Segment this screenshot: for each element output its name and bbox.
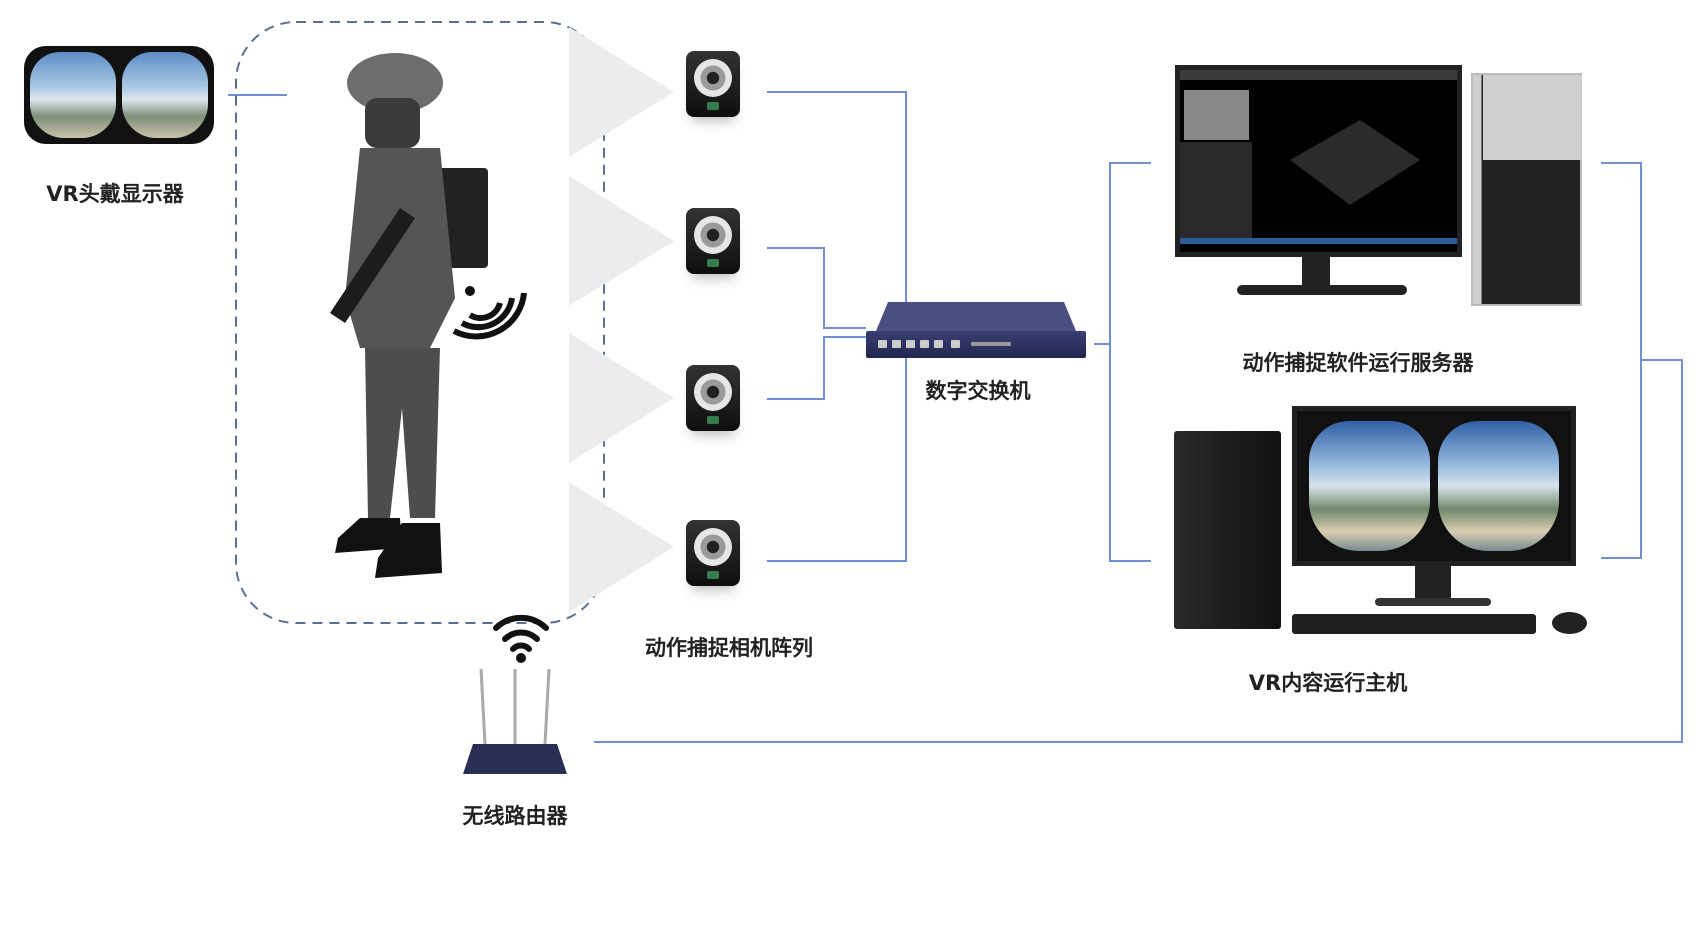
camera-array-label: 动作捕捉相机阵列 xyxy=(645,636,813,660)
mocap-camera-icon xyxy=(686,208,740,274)
camera-field-cone xyxy=(569,27,674,157)
mouse-icon xyxy=(1552,612,1587,634)
router-label: 无线路由器 xyxy=(462,804,568,828)
wifi-icon xyxy=(493,614,549,663)
desktop-pc-icon xyxy=(1174,431,1281,629)
left-bracket xyxy=(1109,162,1151,562)
keyboard-icon xyxy=(1292,614,1536,634)
mocap-camera-icon xyxy=(686,520,740,586)
right-lens xyxy=(122,52,208,138)
headset-label: VR头戴显示器 xyxy=(46,182,184,206)
right-bracket xyxy=(1601,162,1642,559)
camera-field-cone xyxy=(569,333,674,463)
vr-host-label: VR内容运行主机 xyxy=(1248,671,1408,695)
network-switch-icon xyxy=(866,331,1086,358)
router-link xyxy=(594,359,1683,743)
camera3-link xyxy=(767,336,866,400)
vr-headset-icon xyxy=(24,46,214,144)
wireless-router-icon xyxy=(463,669,567,774)
mocap-camera-icon xyxy=(686,365,740,431)
left-lens xyxy=(30,52,116,138)
network-switch-top xyxy=(876,302,1076,331)
mocap-software-screen xyxy=(1180,70,1457,252)
monitor-base xyxy=(1375,598,1491,606)
mocap-camera-icon xyxy=(686,51,740,117)
monitor-base xyxy=(1237,285,1407,295)
server-tower-icon xyxy=(1471,73,1582,306)
soldier-figure-icon xyxy=(330,53,527,578)
camera-field-cone xyxy=(569,176,674,306)
vr-stereo-view xyxy=(1297,411,1571,561)
monitor-stand xyxy=(1415,566,1451,602)
monitor-stand xyxy=(1302,257,1330,287)
switch-label: 数字交换机 xyxy=(925,379,1031,403)
server-label: 动作捕捉软件运行服务器 xyxy=(1242,351,1474,375)
camera2-link xyxy=(767,247,866,329)
tracked-area-boundary xyxy=(235,21,605,624)
camera-field-cone xyxy=(569,482,674,612)
